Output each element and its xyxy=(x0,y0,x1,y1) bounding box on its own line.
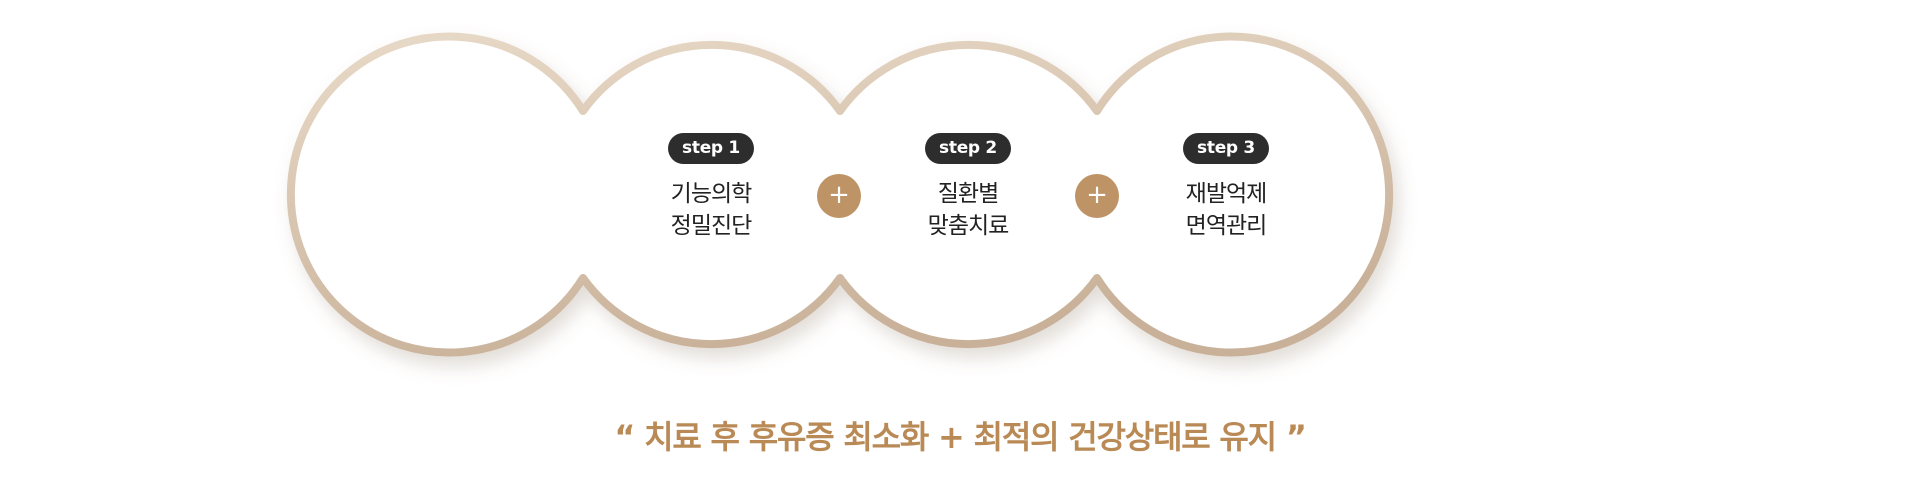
step-3-line-1: 재발억제 xyxy=(1185,181,1268,207)
step-1-line-1: 기능의학 xyxy=(670,181,753,207)
step-3-label: 재발억제 면역관리 xyxy=(1116,178,1336,242)
step-1-line-2: 정밀진단 xyxy=(670,213,753,239)
step-2-badge: step 2 xyxy=(925,133,1011,164)
step-1-label: 기능의학 정밀진단 xyxy=(601,178,821,242)
plus-icon-1: + xyxy=(817,174,861,218)
step-2-line-1: 질환별 xyxy=(937,181,999,207)
step-3: step 3 재발억제 면역관리 xyxy=(1116,133,1336,242)
step-3-badge: step 3 xyxy=(1183,133,1269,164)
step-3-line-2: 면역관리 xyxy=(1185,213,1268,239)
step-1: step 1 기능의학 정밀진단 xyxy=(601,133,821,242)
tagline: “ 치료 후 후유증 최소화 + 최적의 건강상태로 유지 ” xyxy=(614,418,1307,456)
step-2: step 2 질환별 맞춤치료 xyxy=(858,133,1078,242)
step-2-label: 질환별 맞춤치료 xyxy=(858,178,1078,242)
step-2-line-2: 맞춤치료 xyxy=(927,213,1010,239)
plus-icon-2: + xyxy=(1075,174,1119,218)
step-1-badge: step 1 xyxy=(668,133,754,164)
